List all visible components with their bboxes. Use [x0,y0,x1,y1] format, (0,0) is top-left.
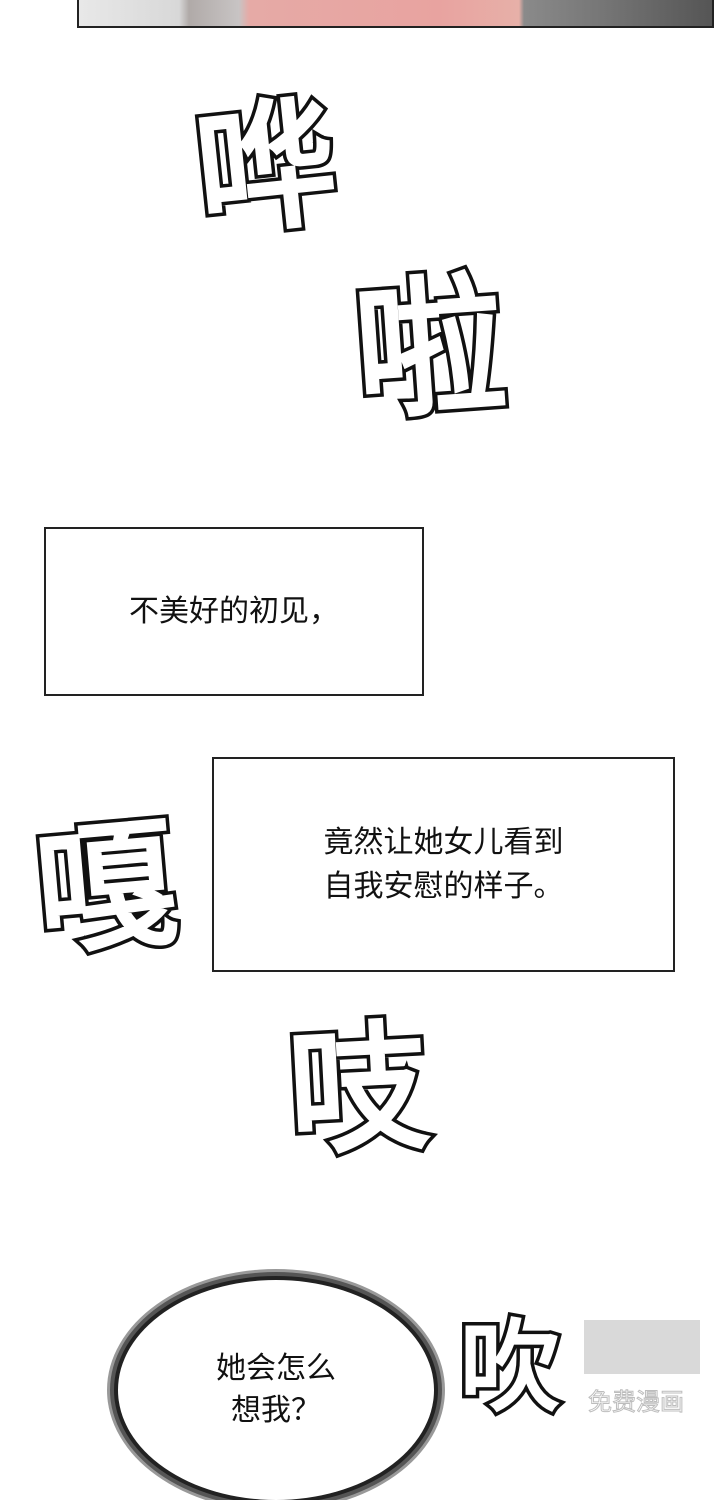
caption-box: 不美好的初见， [44,527,424,696]
watermark: 免费漫画 [584,1320,704,1420]
caption-text: 竟然让她女儿看到 自我安慰的样子。 [323,825,564,904]
watermark-logo [584,1320,700,1374]
previous-panel-image [77,0,714,28]
watermark-text: 免费漫画 [588,1388,685,1417]
sfx-text: 吱 [280,1003,435,1180]
sfx-text: 嘎 [26,799,187,981]
sfx-text: 啦 [346,254,515,445]
sfx-text: 吹 [457,1309,564,1426]
sfx-text: 哗 [184,78,347,262]
thought-bubble: 她会怎么 想我？ [118,1280,434,1500]
caption-text: 不美好的初见， [129,593,339,629]
bubble-text: 她会怎么 想我？ [216,1351,336,1428]
caption-box: 竟然让她女儿看到 自我安慰的样子。 [212,757,675,972]
